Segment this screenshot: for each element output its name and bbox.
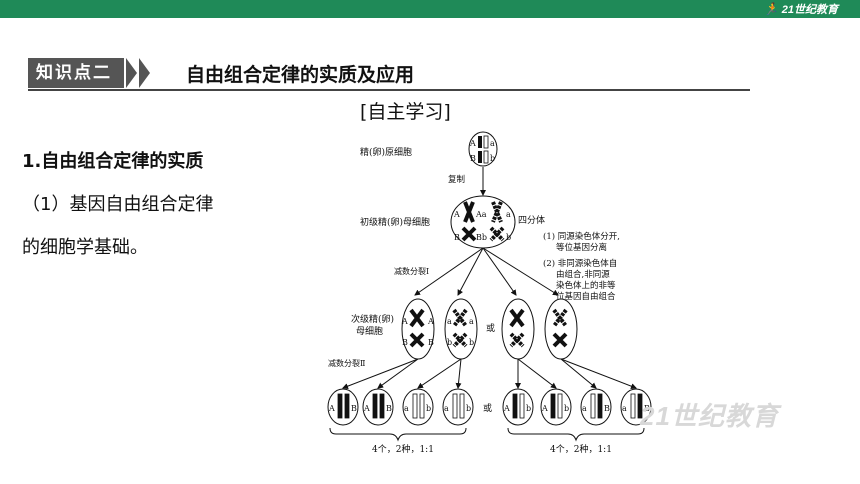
note-2c: 染色体上的非等 [556, 280, 616, 291]
svg-text:A: A [427, 317, 434, 326]
result-right: 4个，2种，1:1 [550, 443, 612, 455]
svg-text:b: b [564, 404, 569, 413]
or-label-2: 或 [483, 402, 492, 414]
or-label-1: 或 [486, 322, 495, 334]
runner-icon: 🏃 [763, 2, 779, 16]
tetrad-label: 四分体 [518, 214, 545, 226]
svg-text:b: b [447, 338, 452, 347]
chevron-arrows-icon [124, 58, 150, 88]
svg-text:A: A [401, 317, 408, 326]
section-title: 自由组合定律的实质及应用 [186, 64, 415, 86]
svg-text:A: A [469, 139, 476, 148]
svg-text:A: A [541, 404, 548, 413]
svg-text:A: A [453, 210, 460, 219]
secondary-cell-label-1: 次级精(卵) [351, 313, 394, 325]
note-1b: 等位基因分离 [556, 242, 607, 253]
svg-text:a: a [404, 404, 409, 413]
svg-text:Aa: Aa [475, 210, 487, 219]
note-2d: 位基因自由组合 [556, 291, 616, 302]
copy-label: 复制 [448, 174, 465, 185]
note-1: (1) 同源染色体分开, [543, 231, 620, 242]
svg-text:B: B [402, 338, 408, 347]
svg-text:B: B [644, 404, 650, 413]
svg-text:b: b [490, 154, 495, 163]
svg-text:B: B [470, 154, 476, 163]
division-arrow [517, 358, 557, 389]
svg-text:b: b [526, 404, 531, 413]
section-divider [28, 89, 750, 91]
self-study-label: [自主学习] [360, 101, 451, 123]
primary-cell: A Aa a B Bb b [450, 195, 516, 249]
secondary-cell-3 [501, 298, 535, 360]
secondary-cell-1: A A B B [401, 298, 435, 360]
primary-cell-label: 初级精(卵)母细胞 [360, 216, 430, 228]
svg-text:B: B [351, 404, 357, 413]
note-2: (2) 非同源染色体自 [543, 258, 617, 269]
logo-text: 21世纪教育 [781, 4, 838, 16]
svg-text:a: a [506, 210, 511, 219]
svg-text:a: a [622, 404, 627, 413]
secondary-cell-label-2: 母细胞 [356, 325, 383, 337]
svg-text:b: b [466, 404, 471, 413]
svg-text:b: b [469, 338, 474, 347]
svg-text:a: a [444, 404, 449, 413]
knowledge-point-tab: 知识点二 [28, 58, 150, 88]
division-arrow [455, 358, 462, 389]
meiosis-1-label: 减数分裂Ⅰ [394, 266, 429, 276]
svg-text:A: A [503, 404, 510, 413]
brand-logo: 🏃 21世纪教育 [764, 1, 838, 17]
note-2b: 由组合,非同源 [556, 269, 610, 280]
top-bar: 🏃 21世纪教育 [0, 0, 860, 18]
svg-text:a: a [582, 404, 587, 413]
division-arrow [377, 358, 419, 389]
svg-text:b: b [426, 404, 431, 413]
svg-text:Bb: Bb [476, 233, 487, 242]
point-heading: 1.自由组合定律的实质 [22, 151, 204, 172]
division-arrow [560, 358, 637, 389]
point-text-line1: （1）基因自由组合定律 [22, 194, 214, 215]
division-arrow [560, 358, 597, 389]
svg-text:a: a [490, 139, 495, 148]
division-arrow [342, 358, 419, 389]
secondary-cell-2: a a b b [444, 298, 478, 360]
svg-text:B: B [454, 233, 460, 242]
svg-text:A: A [328, 404, 335, 413]
meiosis-2-label: 减数分裂Ⅱ [328, 358, 365, 368]
knowledge-point-label: 知识点二 [28, 58, 124, 88]
svg-text:a: a [447, 317, 452, 326]
point-text-line2: 的细胞学基础。 [22, 237, 148, 258]
svg-text:b: b [506, 233, 511, 242]
result-left: 4个，2种，1:1 [372, 443, 434, 455]
svg-text:a: a [469, 317, 474, 326]
svg-text:B: B [604, 404, 610, 413]
svg-text:B: B [386, 404, 392, 413]
division-arrow [417, 358, 462, 389]
secondary-cell-4 [544, 298, 578, 360]
watermark: 21世纪教育 [640, 401, 779, 431]
svg-text:A: A [363, 404, 370, 413]
primordial-cell-label: 精(卵)原细胞 [360, 146, 412, 158]
svg-text:B: B [428, 338, 434, 347]
